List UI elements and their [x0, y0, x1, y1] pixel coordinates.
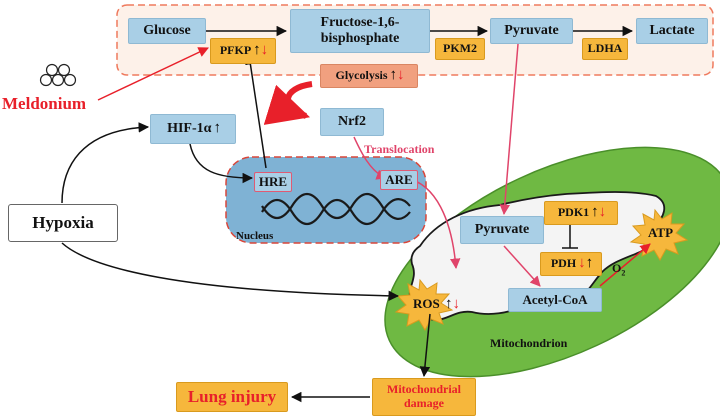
up-arrow-icon: ↑: [213, 120, 220, 137]
down-arrow-icon: ↓: [397, 67, 404, 84]
pyruvate-node-mito: Pyruvate: [460, 216, 544, 244]
up-arrow-icon: ↑: [444, 296, 452, 312]
atp-label: ATP: [648, 225, 674, 240]
mitochondrial-damage-node: Mitochondrial damage: [372, 378, 476, 416]
pdh-enzyme: PDH ↓↑: [540, 252, 602, 276]
meldonium-molecule-icon: [39, 63, 77, 87]
hre-element: HRE: [254, 172, 292, 192]
down-arrow-icon: ↓: [452, 296, 459, 312]
ros-starburst: [394, 278, 454, 332]
oxygen-label: O2: [612, 261, 626, 278]
up-arrow-icon: ↑: [389, 67, 397, 84]
ldha-enzyme: LDHA: [582, 38, 628, 60]
mitochondrion-label: Mitochondrion: [490, 336, 568, 350]
meldonium-label: Meldonium: [2, 94, 87, 113]
translocation-label: Translocation: [364, 142, 435, 156]
down-arrow-icon: ↓: [260, 42, 268, 59]
nrf2-node: Nrf2: [320, 108, 384, 136]
nucleus-label: Nucleus: [236, 230, 274, 242]
fructose-bisphosphate-node: Fructose-1,6- bisphosphate: [290, 9, 430, 53]
pfkp-enzyme: PFKP ↑↓: [210, 38, 276, 64]
pyruvate-node-top: Pyruvate: [490, 18, 573, 44]
down-arrow-icon: ↓: [578, 255, 585, 272]
ros-label: ROS ↑↓: [413, 296, 460, 312]
up-arrow-icon: ↑: [585, 255, 593, 272]
pkm2-enzyme: PKM2: [435, 38, 485, 60]
are-element: ARE: [380, 170, 418, 190]
lung-injury-node: Lung injury: [176, 382, 288, 412]
hif-1a-node: HIF-1α ↑: [150, 114, 236, 144]
acetyl-coa-node: Acetyl-CoA: [508, 288, 602, 312]
lactate-node: Lactate: [636, 18, 708, 44]
up-arrow-icon: ↑: [253, 42, 260, 59]
hypoxia-node: Hypoxia: [8, 204, 118, 242]
glucose-node: Glucose: [128, 18, 206, 44]
up-arrow-icon: ↑: [591, 204, 598, 221]
glycolysis-node: Glycolysis ↑↓: [320, 64, 418, 88]
down-arrow-icon: ↓: [598, 204, 606, 221]
pdk1-enzyme: PDK1 ↑↓: [544, 201, 618, 225]
